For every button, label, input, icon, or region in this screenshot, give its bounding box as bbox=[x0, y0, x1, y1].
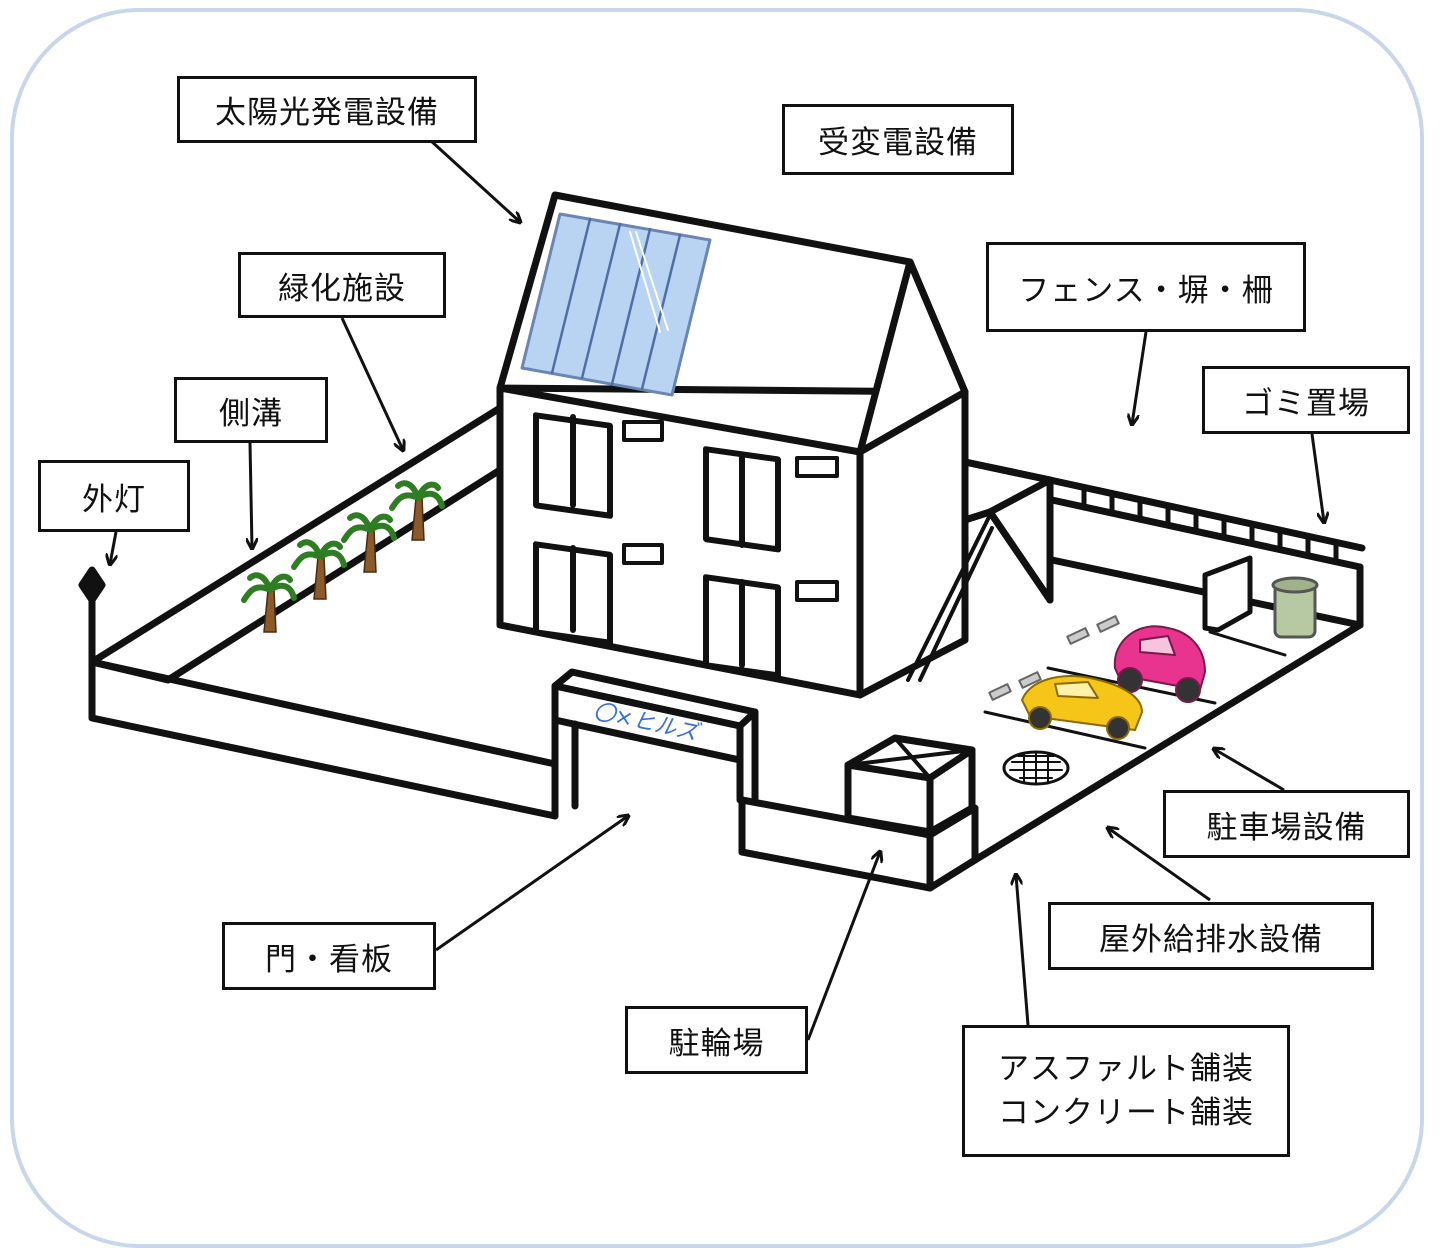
left-wall bbox=[88, 404, 559, 820]
arrow-greenery bbox=[340, 317, 403, 450]
arrow-drainage bbox=[1108, 828, 1211, 902]
label-paving: アスファルト舗装 コンクリート舗装 bbox=[962, 1025, 1290, 1157]
label-fence: フェンス・塀・柵 bbox=[986, 242, 1306, 332]
palm-tree bbox=[291, 539, 347, 600]
arrow-streetlight bbox=[110, 531, 116, 564]
label-garbage: ゴミ置場 bbox=[1202, 366, 1410, 434]
leader-arrows bbox=[110, 138, 1324, 1041]
label-gutter: 側溝 bbox=[174, 377, 328, 443]
car-stops bbox=[988, 615, 1120, 701]
label-substation: 受変電設備 bbox=[782, 104, 1014, 175]
palm-trees bbox=[241, 480, 445, 633]
gate bbox=[551, 668, 759, 820]
house bbox=[496, 191, 994, 699]
arrow-bicycle bbox=[806, 852, 880, 1041]
car-yellow bbox=[1021, 675, 1143, 740]
garbage-area bbox=[1202, 555, 1319, 639]
label-gate: 門・看板 bbox=[222, 922, 436, 990]
palm-tree bbox=[241, 572, 297, 633]
palm-tree bbox=[389, 480, 445, 541]
label-greenery: 緑化施設 bbox=[238, 252, 446, 318]
arrow-paving bbox=[1016, 875, 1030, 1026]
manhole bbox=[1002, 750, 1070, 786]
car-pink bbox=[1113, 625, 1206, 703]
label-parking: 駐車場設備 bbox=[1163, 790, 1410, 858]
label-bicycle: 駐輪場 bbox=[625, 1006, 808, 1074]
arrow-gate bbox=[435, 816, 628, 952]
arrow-garbage bbox=[1310, 433, 1324, 522]
site-illustration: 〇×ヒルズ bbox=[78, 138, 1366, 1041]
streetlight bbox=[78, 566, 106, 669]
palm-tree bbox=[341, 512, 397, 573]
arrow-solar bbox=[428, 138, 520, 222]
label-solar: 太陽光発電設備 bbox=[177, 76, 477, 143]
label-paving-line1: アスファルト舗装 bbox=[998, 1051, 1254, 1087]
arrow-fence bbox=[1132, 331, 1148, 424]
front-wall bbox=[738, 796, 979, 892]
label-paving-line2: コンクリート舗装 bbox=[998, 1095, 1254, 1131]
label-streetlight: 外灯 bbox=[38, 460, 190, 532]
arrow-gutter bbox=[250, 442, 252, 548]
label-drainage: 屋外給排水設備 bbox=[1048, 902, 1374, 970]
arrow-parking bbox=[1214, 749, 1285, 792]
solar-panel bbox=[520, 212, 712, 397]
